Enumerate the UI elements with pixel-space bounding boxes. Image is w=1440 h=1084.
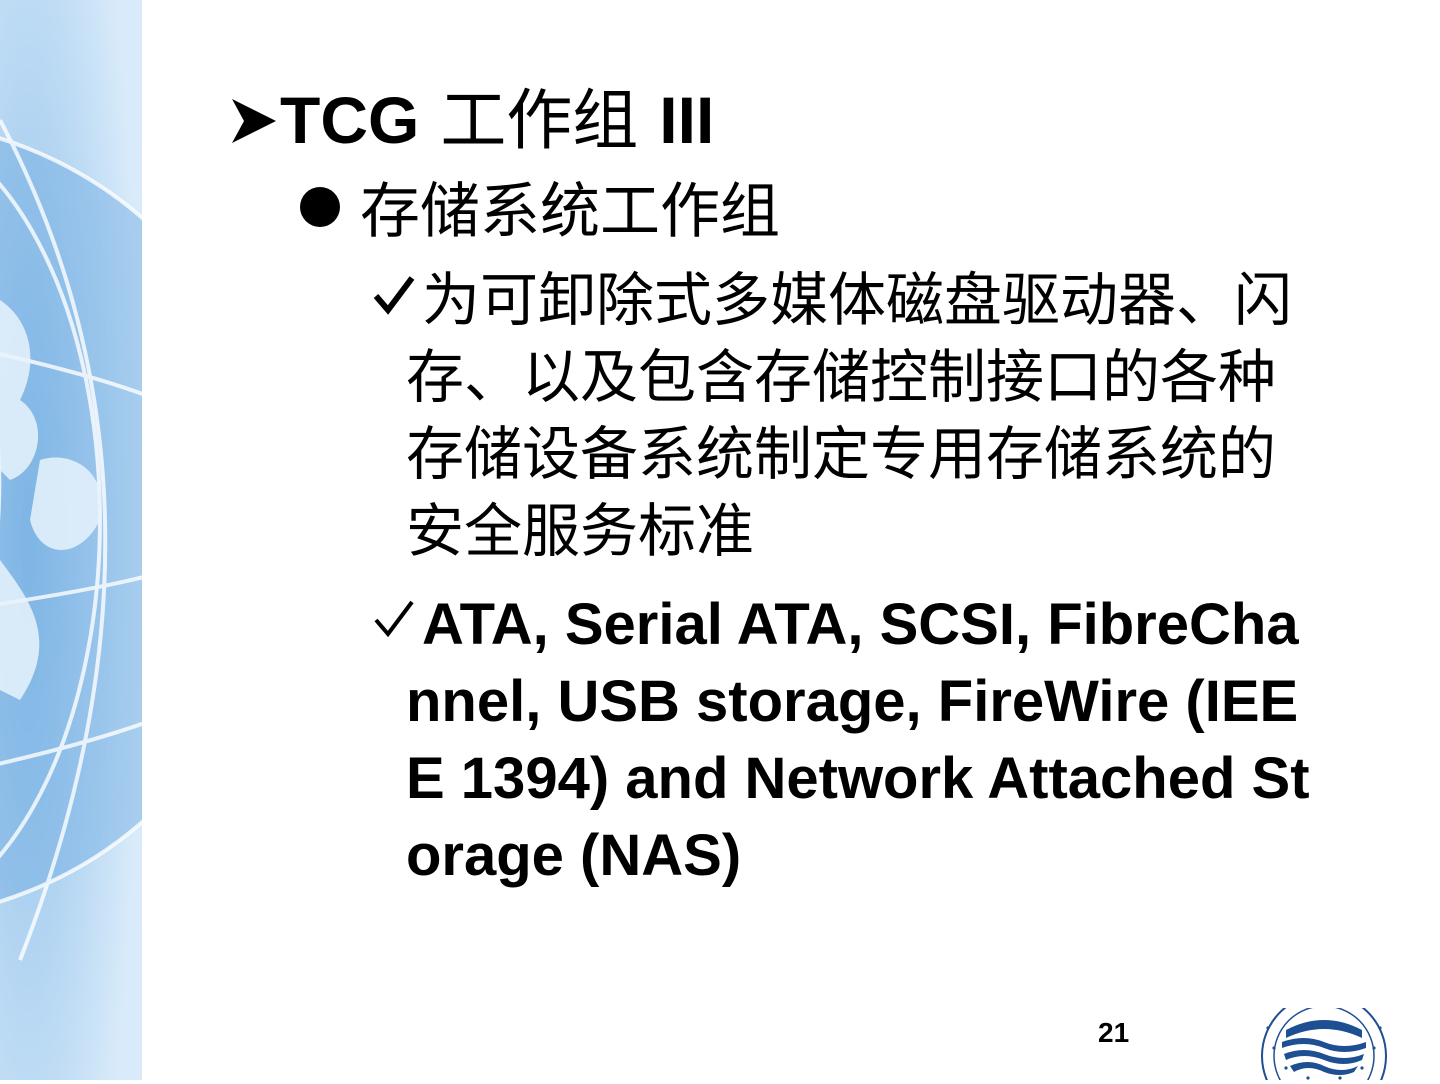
item1-line2: 存、以及包含存储控制接口的各种 [406, 343, 1277, 411]
item1-line1: 为可卸除式多媒体磁盘驱动器、闪 [422, 266, 1293, 334]
item2-line2: nnel, USB storage, FireWire (IEE [406, 669, 1299, 734]
slide-title: TCG 工作组 III [228, 78, 714, 163]
level1-text: 存储系统工作组 [360, 177, 780, 247]
item2-line1: ATA, Serial ATA, SCSI, FibreCha [422, 592, 1299, 657]
item2-line3: E 1394) and Network Attached St [406, 746, 1310, 811]
arrow-bullet-icon [228, 79, 280, 163]
level1-bullet: 存储系统工作组 [300, 172, 780, 252]
list-item: ATA, Serial ATA, SCSI, FibreCha nnel, US… [372, 586, 1422, 894]
title-suffix: III [659, 83, 715, 157]
round-bullet-icon [300, 187, 340, 228]
decorative-globe-sidebar [0, 0, 142, 1080]
title-prefix: TCG [280, 83, 420, 157]
item1-line4: 安全服务标准 [406, 497, 755, 565]
list-item: 为可卸除式多媒体磁盘驱动器、闪 存、以及包含存储控制接口的各种 存储设备系统制定… [372, 262, 1422, 570]
page-number: 21 [1098, 1017, 1130, 1048]
university-seal-logo [1256, 993, 1392, 1084]
item2-line4: orage (NAS) [406, 823, 742, 888]
item1-line3: 存储设备系统制定专用存储系统的 [406, 420, 1277, 488]
checkmark-icon [372, 262, 416, 339]
title-chinese: 工作组 [440, 82, 639, 159]
checkmark-icon [372, 586, 416, 663]
